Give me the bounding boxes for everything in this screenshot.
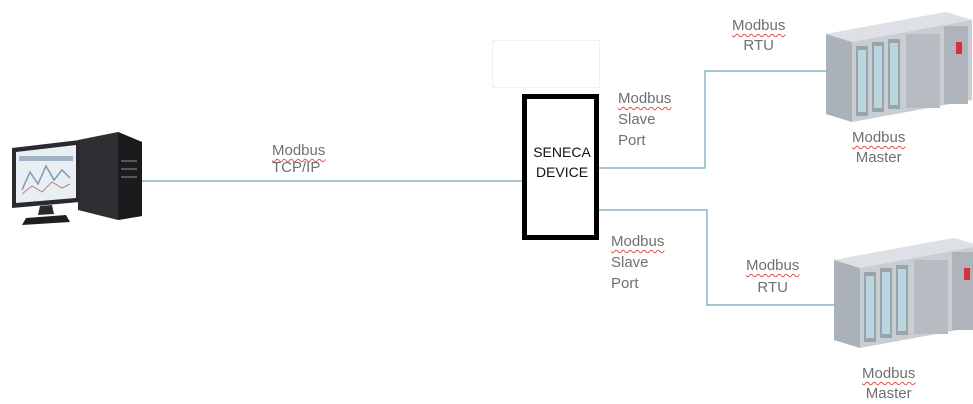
rtu-top-line2: RTU [732,36,785,56]
slave-port-top-label: Modbus Slave Port [618,88,671,151]
slave-port-bottom-label: Modbus Slave Port [611,231,664,294]
device-line2: DEVICE [527,162,597,182]
seneca-device-label: SENECA DEVICE [527,142,597,182]
master-bottom-line2: Master [862,384,915,404]
master-top-label: Modbus Master [852,128,905,168]
rtu-bottom-label: Modbus RTU [746,255,799,299]
tcp-label: Modbus TCP/IP [272,142,325,176]
rtu-bottom-line1: Modbus [746,255,799,277]
plc-rack-icon [834,238,973,348]
plc-rack-icon [826,12,972,122]
slave-top-line3: Port [618,130,671,151]
placeholder-box [492,40,600,88]
slave-top-line1: Modbus [618,88,671,109]
tcp-label-line2: TCP/IP [272,159,325,176]
slave-top-line2: Slave [618,109,671,130]
slave-bottom-line3: Port [611,273,664,294]
master-bottom-label: Modbus Master [862,364,915,404]
master-bottom-line1: Modbus [862,364,915,384]
device-line1: SENECA [527,142,597,162]
desktop-computer-icon [12,132,142,225]
rtu-top-label: Modbus RTU [732,16,785,56]
slave-bottom-line1: Modbus [611,231,664,252]
rtu-top-line1: Modbus [732,16,785,36]
slave-bottom-line2: Slave [611,252,664,273]
tcp-label-line1: Modbus [272,142,325,159]
rtu-bottom-line2: RTU [746,277,799,299]
master-top-line1: Modbus [852,128,905,148]
master-top-line2: Master [852,148,905,168]
